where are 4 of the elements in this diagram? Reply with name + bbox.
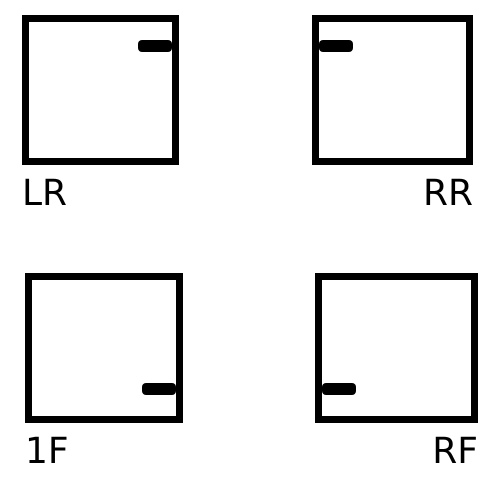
corner-label: LR	[22, 174, 68, 214]
corner-label: 1F	[25, 432, 69, 472]
corner-label: RR	[422, 174, 473, 214]
corner-label: RF	[432, 432, 478, 472]
